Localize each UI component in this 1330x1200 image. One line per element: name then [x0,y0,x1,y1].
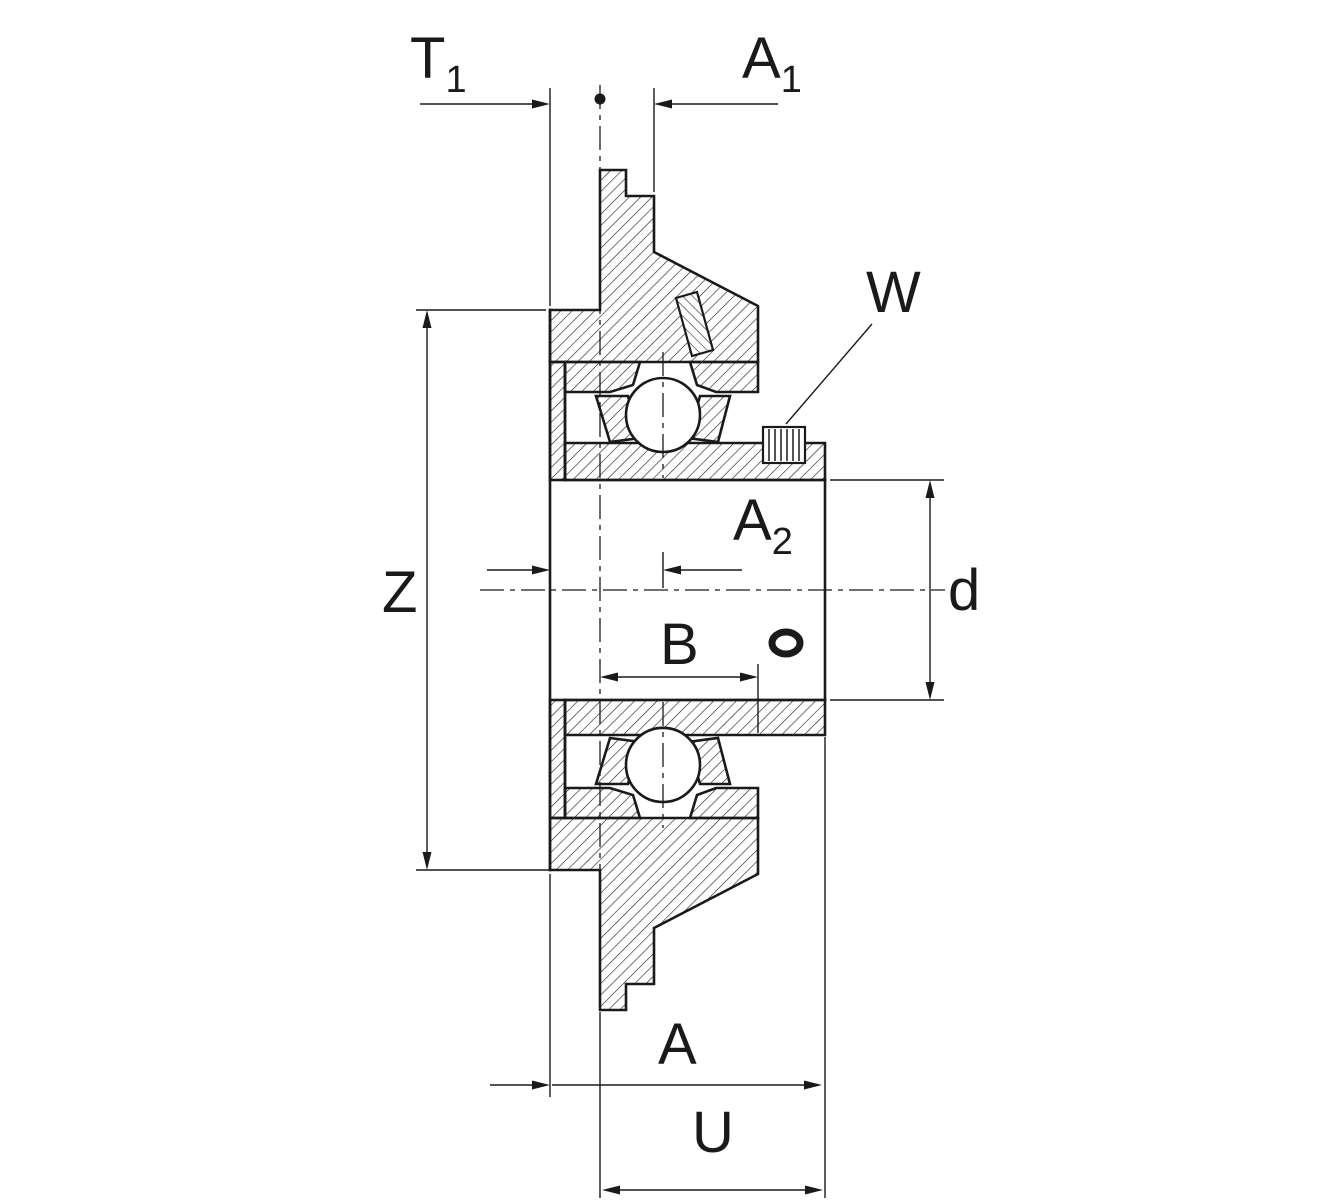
dimension-u: U [599,1012,823,1198]
dimension-a: A [490,737,826,1198]
label-z: Z [382,560,417,625]
label-b: B [660,612,699,677]
label-a: A [658,1012,697,1077]
set-screw [761,425,807,465]
locating-pin [674,290,715,358]
dimension-a1: A1 [653,26,802,192]
label-a2: A2 [733,488,793,563]
dimension-d: d [830,479,980,701]
flange-bottom-section [548,816,760,1012]
inner-ring-bottom [563,698,827,737]
callout-w: W [785,260,921,425]
label-u: U [692,1100,734,1165]
label-w: W [866,260,921,325]
structural-edges [548,308,827,872]
label-a1: A1 [742,26,802,101]
dimension-t1: T1 [410,26,551,306]
center-lines [480,85,945,1008]
flange-top-section [548,168,760,364]
dimension-b: B [600,612,759,733]
dimension-a2: A2 [487,488,793,588]
centerline-dot [594,93,606,105]
label-d: d [948,558,980,623]
dimension-z: Z [382,309,568,871]
lubrication-hole [768,628,804,658]
label-t1: T1 [410,26,467,101]
